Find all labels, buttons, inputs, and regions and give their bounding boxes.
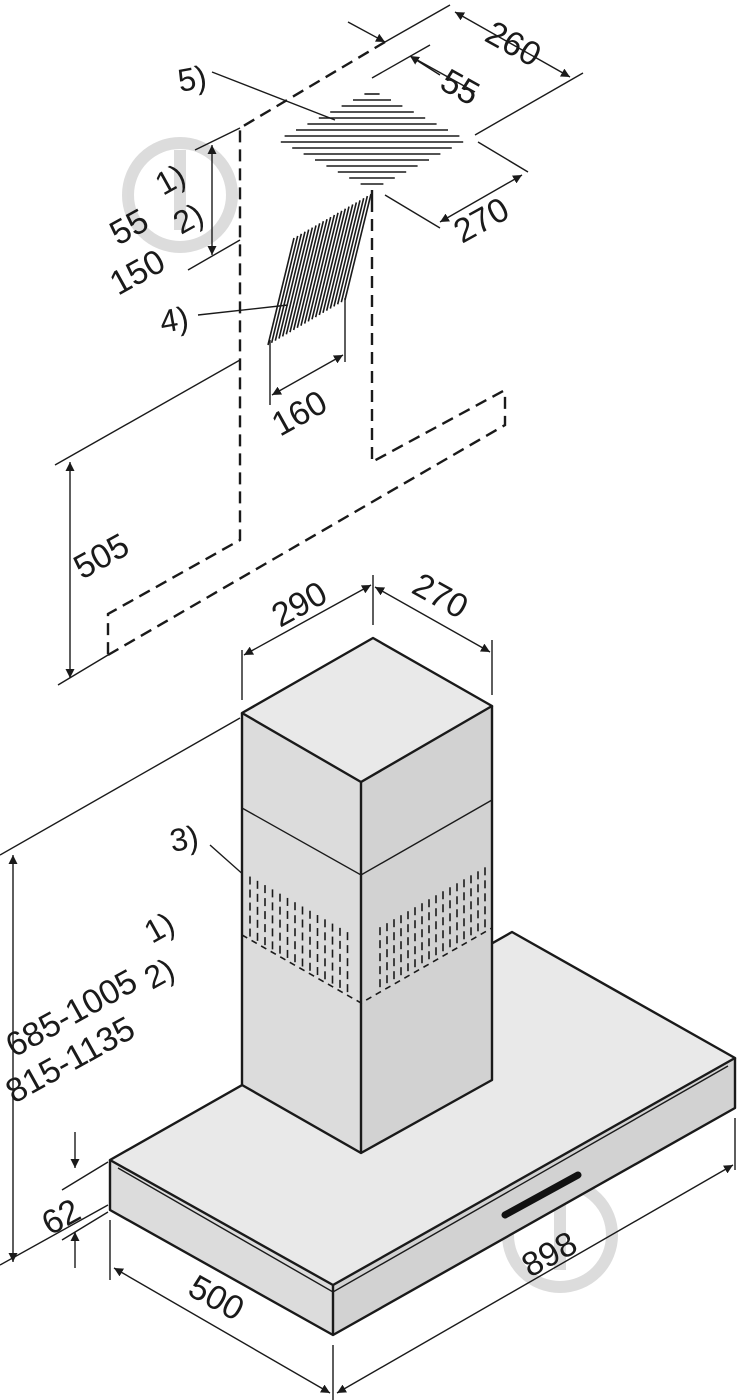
dim-505 <box>54 359 241 686</box>
hatch-line <box>336 198 365 305</box>
dim-500 <box>109 1220 334 1400</box>
hatch-line <box>267 237 295 346</box>
hatch-line <box>292 223 321 331</box>
dim-685-1135-height <box>0 717 241 1266</box>
dim-55-top <box>347 21 476 93</box>
hatch-line <box>344 193 372 301</box>
label-note-1b: 1) <box>138 905 180 950</box>
label-505: 505 <box>67 526 135 587</box>
label-55-top: 55 <box>434 62 486 114</box>
hatch-line <box>333 200 361 307</box>
hatch-line <box>322 206 350 314</box>
dim-270-chimney <box>374 586 493 695</box>
hatch-line <box>318 208 347 316</box>
hatch-line <box>281 229 310 337</box>
leader-4 <box>197 304 289 316</box>
chimney <box>240 636 494 1155</box>
dim-898 <box>336 1118 736 1394</box>
label-270-top: 270 <box>447 190 515 251</box>
leader-5 <box>211 71 336 121</box>
hatch-line <box>278 231 306 339</box>
dim-290 <box>241 575 374 700</box>
label-150-side: 150 <box>103 242 171 303</box>
label-note-2b: 2) <box>138 951 180 996</box>
hatch-line <box>296 221 325 329</box>
hatched-opening-side <box>267 193 372 346</box>
hatch-line <box>303 216 332 324</box>
hatch-line <box>325 204 354 311</box>
label-270-chimney: 270 <box>406 566 474 627</box>
hatched-opening-top <box>280 93 464 185</box>
watermark-logo-top <box>122 137 238 253</box>
label-note-3: 3) <box>167 818 201 858</box>
hatch-line <box>274 233 303 341</box>
dim-270-top <box>384 141 529 229</box>
dim-55-150-side <box>187 127 241 271</box>
dim-62 <box>61 1132 109 1268</box>
hatch-line <box>311 212 339 320</box>
wall-outline-dashed <box>106 40 507 657</box>
label-290: 290 <box>265 574 333 635</box>
hatch-line <box>285 227 314 335</box>
label-note-2a: 2) <box>167 196 209 241</box>
label-62: 62 <box>35 1191 87 1243</box>
hatch-line <box>289 225 317 333</box>
hatch-line <box>329 202 358 309</box>
dim-160 <box>269 298 346 405</box>
label-note-5: 5) <box>175 58 209 98</box>
label-260: 260 <box>479 14 547 75</box>
dim-260 <box>384 4 584 136</box>
hatch-line <box>340 195 369 303</box>
hatch-line <box>314 210 343 318</box>
hatch-line <box>307 214 336 322</box>
hatch-line <box>300 218 328 326</box>
vent-slots <box>249 867 486 993</box>
hatch-line <box>270 235 299 344</box>
label-note-4: 4) <box>157 299 191 339</box>
